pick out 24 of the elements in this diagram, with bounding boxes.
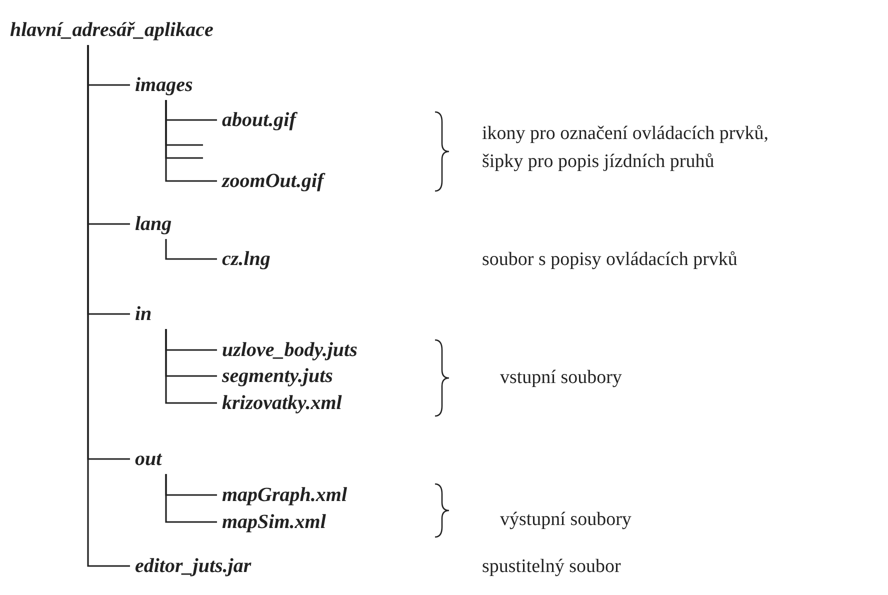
tree-connector [165, 100, 217, 182]
folder-name: lang [135, 213, 172, 235]
folder-name: mapSim.xml [222, 511, 326, 533]
folder-name: images [135, 74, 193, 96]
folder-name: editor_juts.jar [135, 555, 252, 577]
description-text: výstupní soubory [500, 508, 632, 532]
tree-connector [87, 45, 130, 567]
description-text: soubor s popisy ovládacích prvků [482, 248, 738, 272]
folder-name: krizovatky.xml [222, 392, 342, 414]
folder-name: out [135, 448, 162, 470]
description-text: spustitelný soubor [482, 555, 622, 579]
description-text: vstupní soubory [500, 366, 623, 390]
folder-name: cz.lng [222, 248, 270, 270]
folder-name: hlavní_adresář_aplikace [10, 19, 214, 41]
folder-name: uzlove_body.juts [222, 339, 358, 361]
tree-connector [165, 239, 217, 260]
description-text: ikony pro označení ovládacích prvků, šipky pro popis jízdních pruhů [482, 122, 770, 174]
tree-connector [165, 474, 217, 523]
folder-name: segmenty.juts [222, 365, 333, 387]
folder-name: zoomOut.gif [222, 170, 324, 192]
tree-connector [165, 329, 217, 404]
folder-name: mapGraph.xml [222, 484, 348, 506]
folder-name: in [135, 303, 152, 325]
folder-name: about.gif [222, 109, 296, 131]
